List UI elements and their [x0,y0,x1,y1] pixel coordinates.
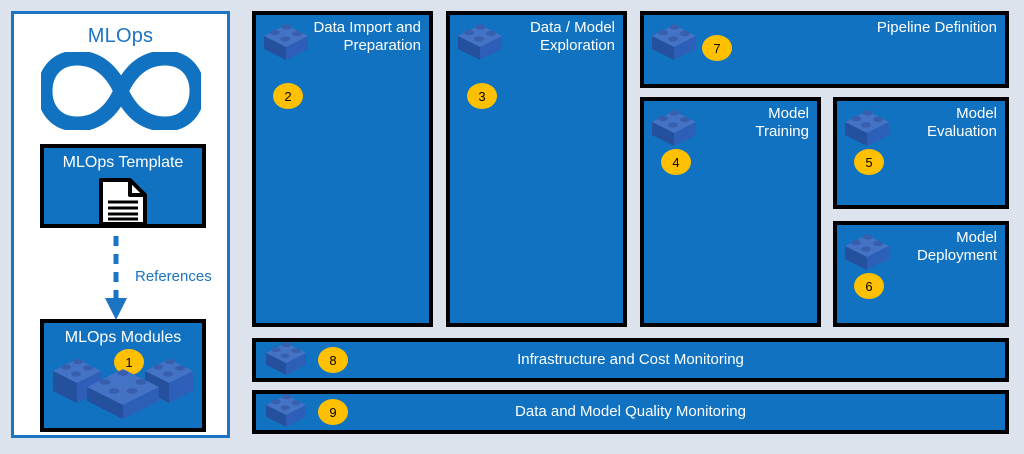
module-data-model-exploration[interactable]: Data / Model Exploration 3 [446,11,627,327]
lego-brick-icon [842,105,892,154]
badge-5: 5 [854,149,884,175]
mlops-overview-panel: MLOps MLOps Template [11,11,230,438]
infinity-icon [14,52,227,130]
module-title: Pipeline Definition [876,19,997,36]
module-title: Model Training [755,105,809,141]
lego-brick-icon [261,390,311,435]
badge-8: 8 [318,347,348,373]
lego-brick-icon [649,19,699,68]
lego-brick-icon [649,105,699,154]
module-title: Model Evaluation [926,105,997,141]
badge-7: 7 [702,35,732,61]
lego-bricks-icon [47,343,199,424]
badge-6: 6 [854,273,884,299]
module-model-evaluation[interactable]: Model Evaluation 5 [833,97,1009,209]
module-title: Data Import and Preparation [313,19,421,55]
module-title: Model Deployment [916,229,997,265]
mlops-template-label: MLOps Template [62,154,184,171]
lego-brick-icon [842,229,892,278]
dashed-down-arrow-icon [96,236,136,322]
mlops-template-card[interactable]: MLOps Template [40,144,206,228]
module-model-training[interactable]: Model Training 4 [640,97,821,327]
badge-2: 2 [273,83,303,109]
document-icon [97,177,149,232]
module-infrastructure-and-cost-monitoring[interactable]: Infrastructure and Cost Monitoring 8 [252,338,1009,382]
lego-brick-icon [261,338,311,383]
module-pipeline-definition[interactable]: Pipeline Definition 7 [640,11,1009,88]
lego-brick-icon [455,19,505,68]
badge-3: 3 [467,83,497,109]
badge-1: 1 [114,349,144,375]
module-model-deployment[interactable]: Model Deployment 6 [833,221,1009,327]
references-label: References [135,268,212,285]
module-title: Data / Model Exploration [529,19,615,55]
mlops-modules-card[interactable]: MLOps Modules 1 [40,319,206,432]
lego-brick-icon [261,19,311,68]
badge-4: 4 [661,149,691,175]
module-data-import-and-preparation[interactable]: Data Import and Preparation 2 [252,11,433,327]
module-title: Data and Model Quality Monitoring [515,402,746,420]
badge-9: 9 [318,399,348,425]
module-data-and-model-quality-monitoring[interactable]: Data and Model Quality Monitoring 9 [252,390,1009,434]
mlops-modules-label: MLOps Modules [64,329,182,346]
page-title: MLOps [87,25,154,47]
module-title: Infrastructure and Cost Monitoring [517,350,744,368]
